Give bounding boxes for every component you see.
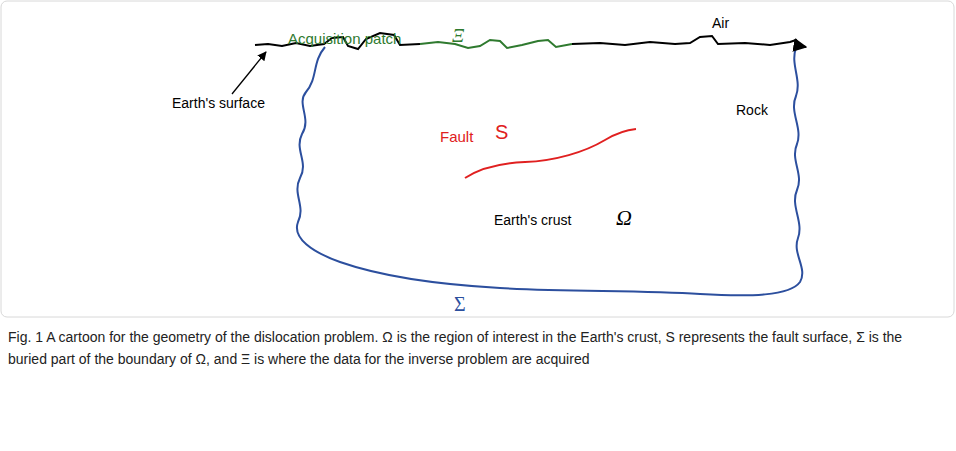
pointer-label: Earth's surface (172, 95, 265, 112)
region-label: Acquisition patch (288, 30, 401, 48)
region-label: Rock (736, 102, 768, 119)
fault-line (465, 129, 636, 178)
figure-caption: Fig. 1 A cartoon for the geometry of the… (8, 326, 944, 370)
acquisition-patch-line (420, 40, 572, 48)
crust-boundary (297, 47, 802, 295)
fault-label: Fault (440, 128, 473, 146)
region-label: Air (712, 15, 729, 32)
pointer-arrow (232, 52, 266, 94)
figure-frame (1, 1, 954, 317)
symbol-label: Ω (616, 205, 632, 231)
region-label: Earth's crust (494, 212, 571, 229)
symbol-label: S (495, 120, 508, 144)
symbol-label: Ξ (452, 25, 464, 48)
earth-surface (572, 36, 806, 47)
symbol-label: Σ (454, 292, 466, 316)
